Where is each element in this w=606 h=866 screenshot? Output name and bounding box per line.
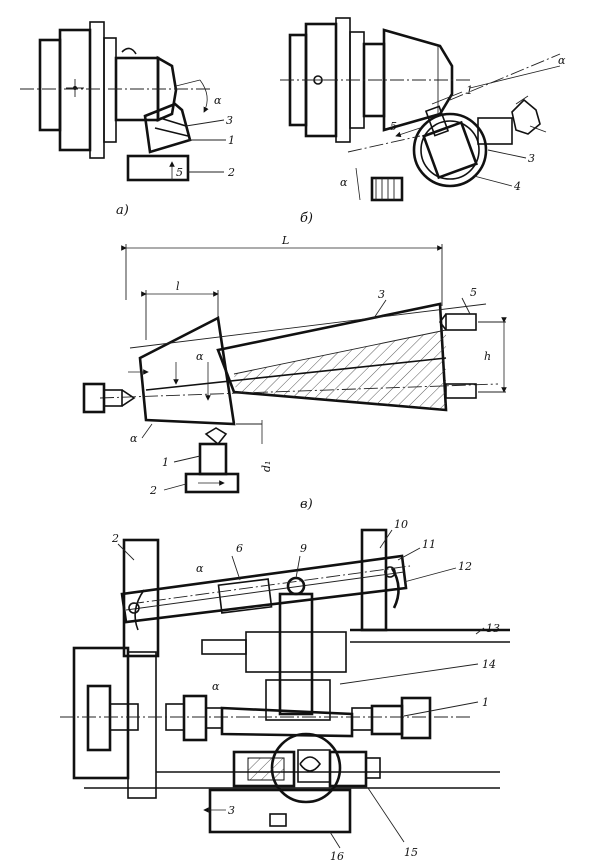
label-b-1: 1 bbox=[466, 84, 473, 97]
label-d-3: 3 bbox=[228, 804, 235, 817]
tailstock-c bbox=[439, 313, 477, 399]
axis-c bbox=[99, 383, 499, 399]
workpiece-c bbox=[138, 302, 448, 426]
label-d-6: 6 bbox=[236, 542, 243, 555]
label-b-4: 4 bbox=[513, 180, 521, 193]
tool-c bbox=[184, 427, 240, 494]
label-d-12: 12 bbox=[458, 560, 472, 573]
label-c-1: 1 bbox=[162, 456, 169, 469]
frame-d bbox=[72, 528, 500, 799]
label-c-5: 5 bbox=[470, 286, 477, 299]
spindle-d bbox=[86, 684, 223, 752]
rotary-cutter-head-b bbox=[370, 95, 547, 202]
label-c-h: h bbox=[484, 350, 491, 363]
label-d-alpha: α bbox=[196, 562, 204, 575]
label-d-2: 2 bbox=[111, 532, 119, 545]
label-a-alpha: α bbox=[214, 94, 222, 107]
view-c: L l h α bbox=[82, 234, 507, 512]
view-d: 2 α 6 9 10 11 12 13 14 α 1 3 15 16 bbox=[60, 518, 510, 863]
label-b-5: 5 bbox=[390, 120, 397, 133]
label-c-L: L bbox=[281, 234, 289, 247]
label-c-3: 3 bbox=[378, 288, 385, 301]
label-c-d1: d₁ bbox=[260, 461, 273, 472]
cutter-a bbox=[126, 102, 192, 182]
label-c-alpha2: α bbox=[130, 432, 138, 445]
label-d-16: 16 bbox=[330, 850, 344, 863]
left-center-c bbox=[82, 382, 136, 414]
label-c-l: l bbox=[176, 280, 180, 293]
label-a-5: 5 bbox=[176, 166, 183, 179]
cutter-head-d bbox=[208, 732, 381, 834]
caption-c: в) bbox=[300, 497, 313, 512]
label-d-14: 14 bbox=[482, 658, 496, 671]
label-d-15: 15 bbox=[404, 846, 418, 859]
label-b-alpha2: α bbox=[340, 176, 348, 189]
swing-beam-d bbox=[120, 554, 408, 631]
label-a-1: 1 bbox=[228, 134, 235, 147]
label-b-alpha: α bbox=[558, 54, 566, 67]
caption-b: б) bbox=[300, 211, 313, 226]
workpiece-a bbox=[114, 47, 178, 122]
column-d bbox=[201, 592, 510, 721]
label-d-1: 1 bbox=[482, 696, 489, 709]
label-c-alpha: α bbox=[196, 350, 204, 363]
view-a: α 3 1 5 2 а) bbox=[20, 21, 235, 218]
label-a-2: 2 bbox=[227, 166, 235, 179]
label-d-10: 10 bbox=[394, 518, 408, 531]
chuck-a bbox=[38, 21, 117, 159]
label-d-11: 11 bbox=[422, 538, 436, 551]
view-b: α α 5 1 3 4 б) bbox=[280, 17, 566, 226]
label-a-3: 3 bbox=[226, 114, 233, 127]
label-d-9: 9 bbox=[300, 542, 307, 555]
label-d-13: 13 bbox=[486, 622, 500, 635]
label-b-3: 3 bbox=[528, 152, 535, 165]
caption-a: а) bbox=[116, 203, 129, 218]
label-c-2: 2 bbox=[149, 484, 157, 497]
label-d-alpha2: α bbox=[212, 680, 220, 693]
workpiece-d bbox=[220, 696, 432, 740]
